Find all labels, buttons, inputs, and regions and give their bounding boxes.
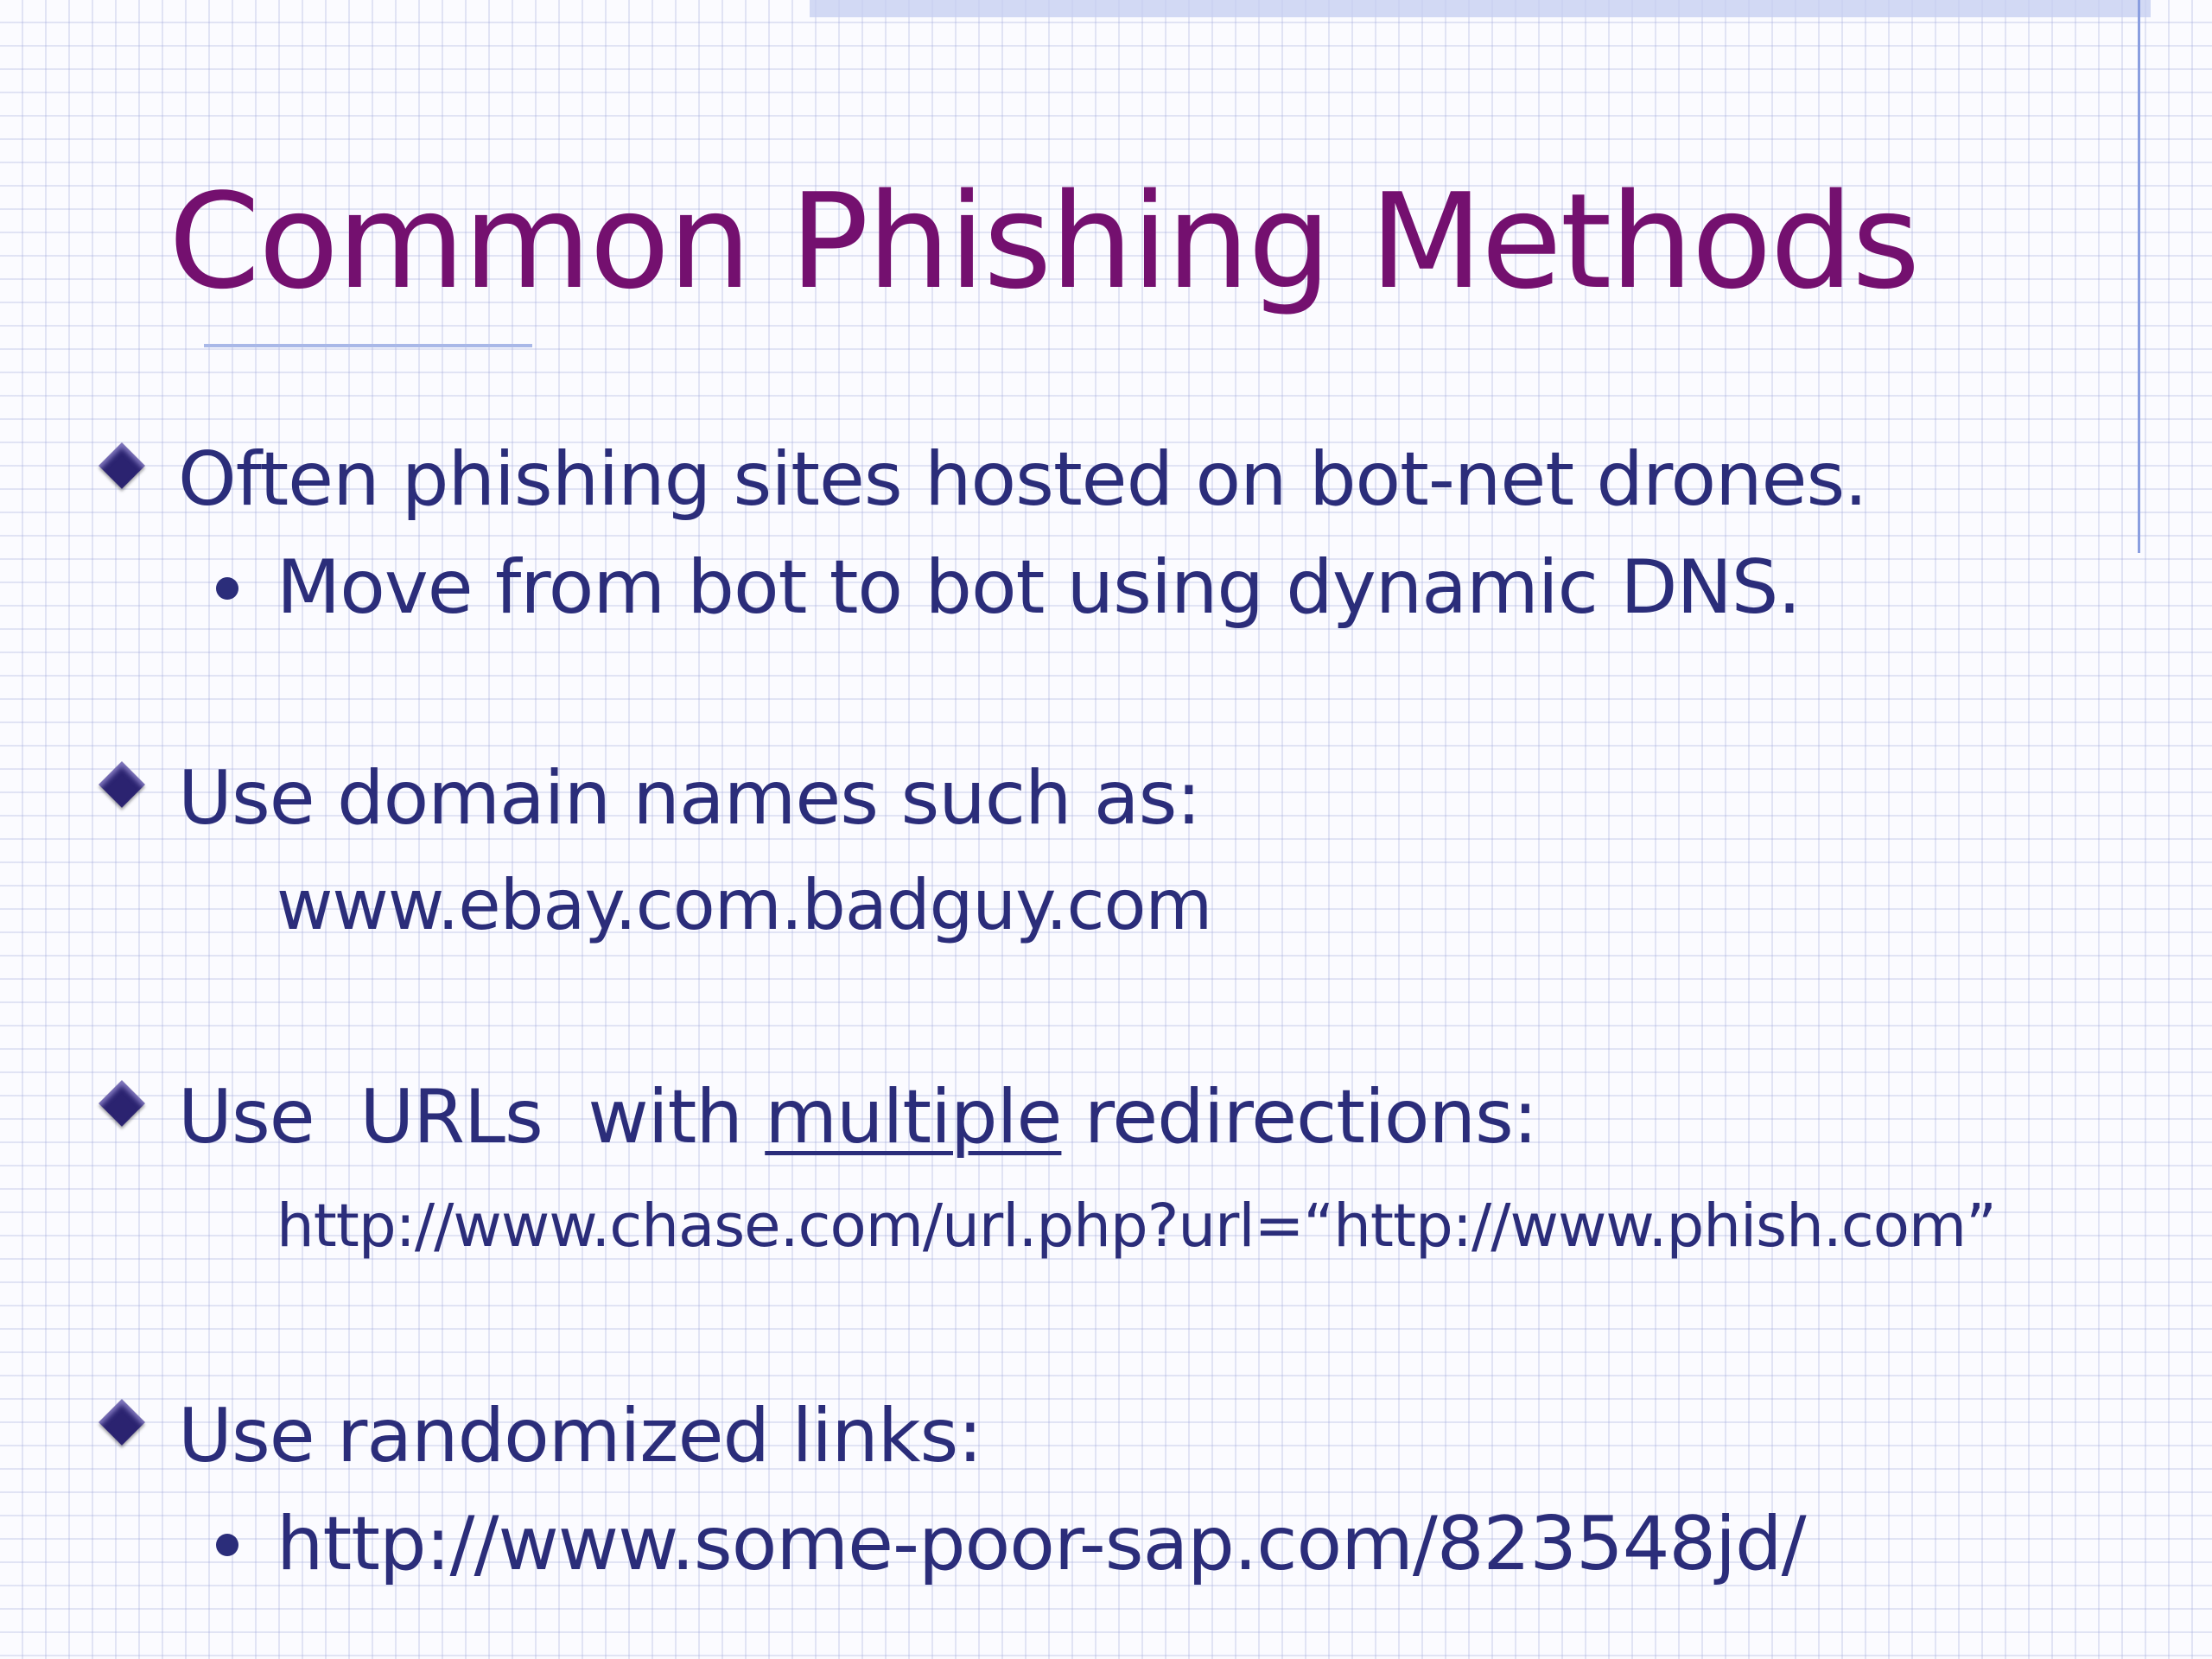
- slide-title: Common Phishing Methods: [168, 165, 1920, 318]
- top-accent-band: [810, 0, 2151, 17]
- bullet-4-sub-text: http://www.some-poor-sap.com/823548jd/: [276, 1501, 1807, 1587]
- bullet-3-text-end: redirections:: [1061, 1074, 1538, 1160]
- diamond-bullet-icon: [99, 761, 145, 808]
- bullet-1-text: Often phishing sites hosted on bot-net d…: [178, 436, 1868, 523]
- diamond-bullet-icon: [99, 442, 145, 489]
- bullet-3-text-start: Use URLs with: [178, 1074, 766, 1160]
- bullet-1-sub-text: Move from bot to bot using dynamic DNS.: [276, 544, 1802, 631]
- right-accent-rule: [2138, 0, 2140, 553]
- title-underline: [204, 344, 532, 347]
- diamond-bullet-icon: [99, 1399, 145, 1446]
- bullet-2-example: www.ebay.com.badguy.com: [276, 865, 1212, 945]
- bullet-3-example: http://www.chase.com/url.php?url=“http:/…: [276, 1192, 1997, 1261]
- dot-bullet-icon: [216, 1534, 238, 1556]
- bullet-2-text: Use domain names such as:: [178, 755, 1201, 842]
- bullet-3-text: Use URLs with multiple redirections:: [178, 1070, 1538, 1165]
- bullet-3-text-underlined: multiple: [765, 1074, 1062, 1160]
- dot-bullet-icon: [216, 577, 238, 600]
- bullet-4-text: Use randomized links:: [178, 1393, 982, 1479]
- diamond-bullet-icon: [99, 1080, 145, 1127]
